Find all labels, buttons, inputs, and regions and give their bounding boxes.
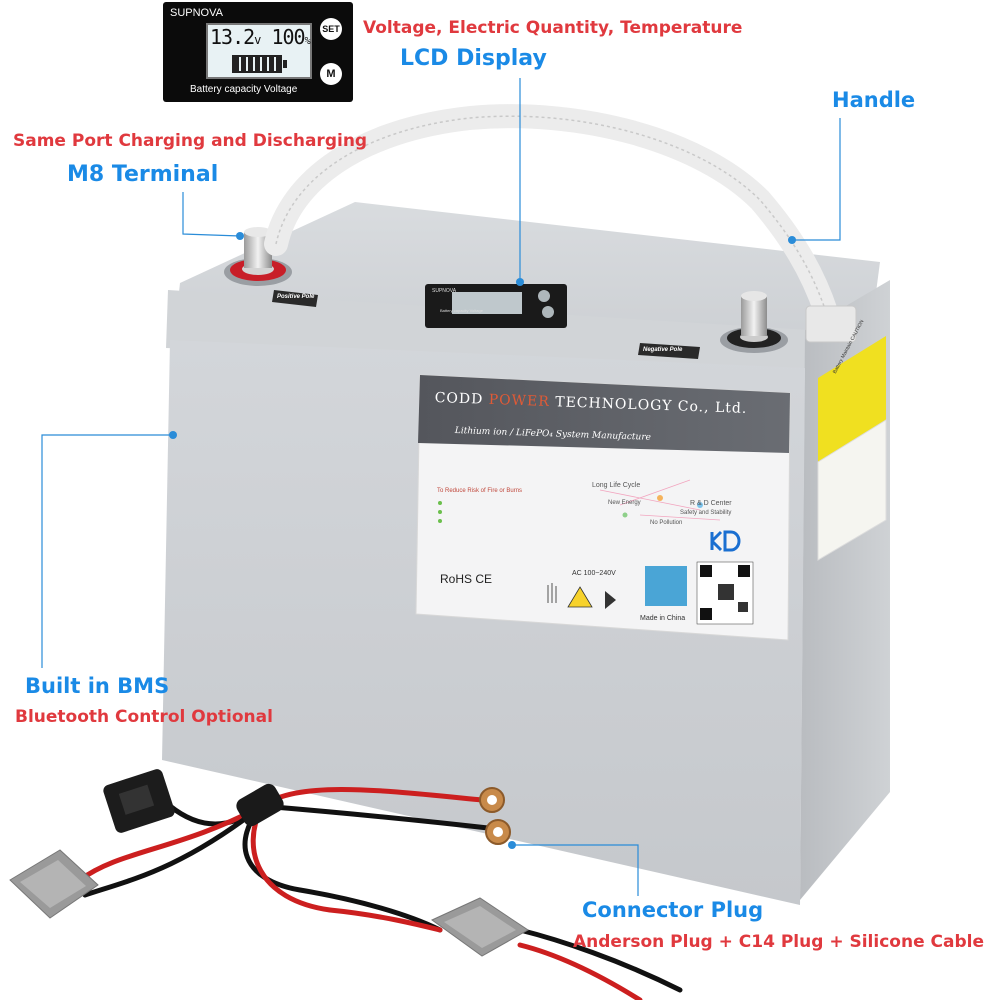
- negative-pole-label: Negative Pole: [643, 347, 683, 353]
- connector-subtitle: Anderson Plug + C14 Plug + Silicone Cabl…: [573, 932, 984, 952]
- label-new-energy: New Energy: [608, 500, 641, 506]
- kd-logo: [710, 530, 741, 552]
- lcd-percent: 100: [271, 25, 305, 49]
- label-ac-input: AC 100~240V: [572, 570, 616, 577]
- module-caption: Battery capacity Voltage: [440, 308, 483, 313]
- ferrite-bead: [236, 783, 284, 827]
- connector-title: Connector Plug: [582, 898, 764, 922]
- bms-title: Built in BMS: [25, 674, 170, 698]
- lcd-brand: SUPNOVA: [170, 7, 223, 19]
- label-no-pollution: No Pollution: [650, 520, 683, 526]
- callout-lines: [41, 78, 841, 896]
- battery-label-band: [418, 375, 790, 453]
- negative-pole-tag: [638, 343, 700, 359]
- anderson-plug-left: [9, 849, 99, 919]
- lcd-reading: 13.2v 100%: [210, 25, 311, 49]
- lcd-voltage: 13.2: [210, 25, 255, 49]
- lcd-percent-unit: %: [304, 36, 311, 47]
- label-safety: Safety and Stability: [680, 510, 732, 516]
- label-rohs-ce: RoHS CE: [440, 572, 493, 586]
- terminal-subtitle: Same Port Charging and Discharging: [13, 131, 368, 151]
- handle-clip: [805, 305, 857, 343]
- lcd-caption: Battery capacity Voltage: [190, 84, 298, 95]
- label-company-power: POWER: [488, 391, 551, 411]
- certification-icons: [547, 561, 754, 625]
- label-company-name: CODD: [434, 390, 490, 408]
- m-button: M: [320, 63, 342, 85]
- handle-title: Handle: [832, 88, 916, 112]
- lcd-voltage-unit: v: [254, 33, 261, 47]
- network-graphic: [599, 479, 721, 521]
- terminal-title: M8 Terminal: [67, 162, 219, 187]
- battery-level-icon: [232, 55, 282, 73]
- battery-lcd-module: [425, 284, 567, 328]
- anderson-plug-right: [431, 897, 529, 957]
- positive-terminal: [224, 227, 292, 286]
- positive-pole-tag: [272, 290, 318, 307]
- lcd-subtitle: Voltage, Electric Quantity, Temperature: [363, 18, 743, 38]
- label-rd-center: R & D Center: [690, 500, 732, 507]
- negative-terminal: [720, 291, 788, 353]
- lcd-title: LCD Display: [400, 46, 547, 71]
- set-button: SET: [320, 18, 342, 40]
- label-warning: To Reduce Risk of Fire or Burns: [437, 488, 523, 494]
- battery-level-icon-tip: [283, 60, 287, 68]
- bms-subtitle: Bluetooth Control Optional: [15, 707, 273, 727]
- callout-dots: [169, 232, 796, 849]
- module-brand: SUPNOVA: [432, 288, 457, 294]
- positive-pole-label: Positive Pole: [277, 294, 315, 300]
- label-made-in: Made in China: [640, 615, 686, 622]
- warning-bullets: [438, 501, 442, 523]
- caution-text-panel: [817, 419, 887, 561]
- c14-plug: [103, 769, 175, 833]
- ring-terminals: [479, 787, 511, 845]
- label-long-life: Long Life Cycle: [592, 482, 641, 489]
- handle-strap-weave: [275, 115, 827, 313]
- lcd-screen: [206, 23, 312, 79]
